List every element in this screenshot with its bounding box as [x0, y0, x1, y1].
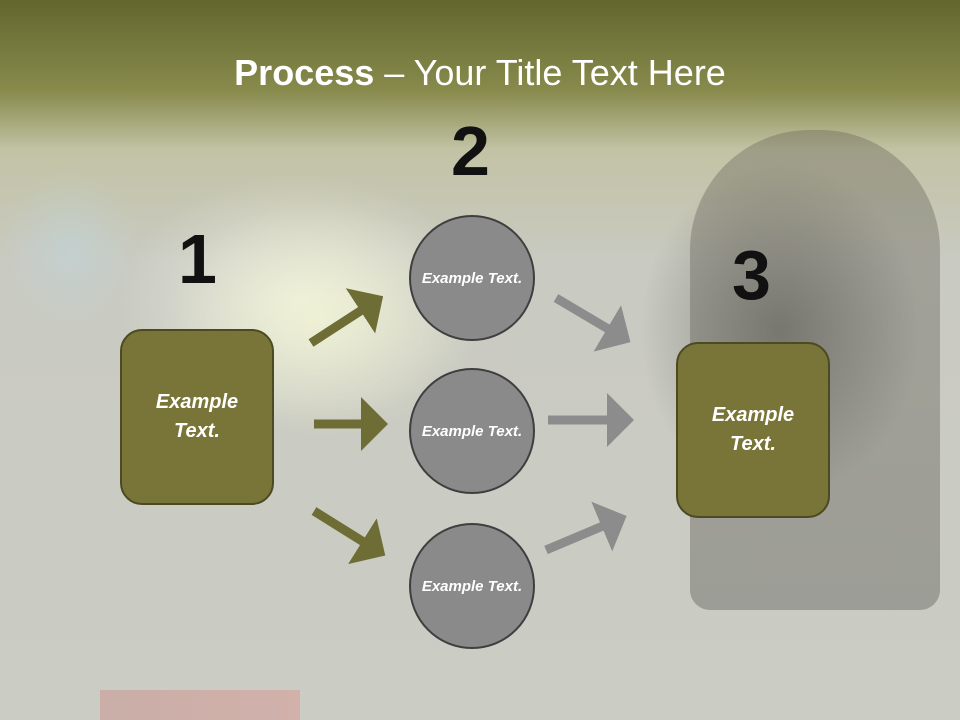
step-3-box: Example Text.	[676, 342, 830, 518]
step-3-label: Example Text.	[711, 404, 795, 455]
step-1-label: Example Text.	[155, 391, 239, 442]
circle-bottom-label: Example Text.	[421, 577, 523, 595]
circle-top-label: Example Text.	[421, 269, 523, 287]
title-bold: Process	[234, 52, 375, 93]
step-number-3: 3	[732, 236, 771, 314]
circle-middle: Example Text.	[409, 368, 535, 494]
arrow-right-down	[553, 294, 631, 352]
arrow-right-up	[544, 501, 627, 555]
circle-bottom: Example Text.	[409, 523, 535, 649]
circle-top: Example Text.	[409, 215, 535, 341]
step-number-1: 1	[178, 220, 217, 298]
smoke-swirl	[0, 170, 140, 330]
step-1-box: Example Text.	[120, 329, 274, 505]
step-number-2: 2	[451, 112, 490, 190]
red-table	[100, 690, 300, 720]
slide-title: Process – Your Title Text Here	[0, 52, 960, 94]
circle-middle-label: Example Text.	[421, 422, 523, 440]
title-rest: – Your Title Text Here	[374, 52, 726, 93]
arrow-left-down	[311, 507, 386, 565]
arrow-left-up	[308, 288, 384, 347]
